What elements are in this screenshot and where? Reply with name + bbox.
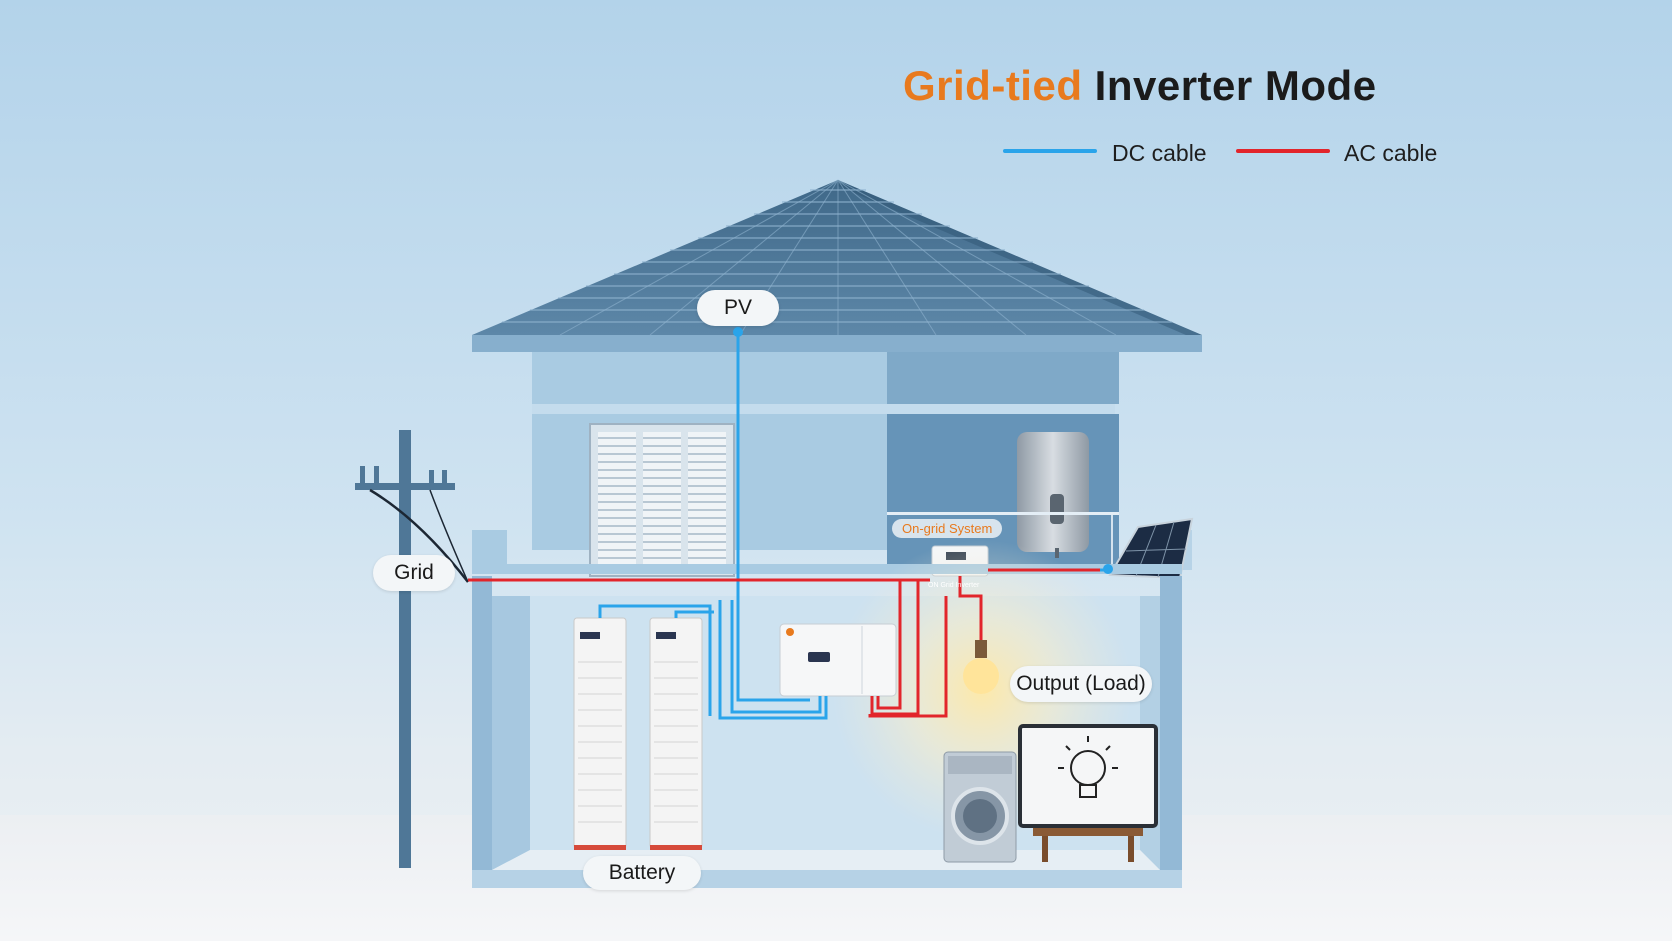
tv-icon: [1018, 724, 1158, 862]
dc-cable-legend-label: DC cable: [1112, 140, 1207, 166]
ac-cable-legend-line: [1236, 149, 1330, 153]
washing-machine-icon: [943, 751, 1017, 863]
pv-junction: [733, 327, 743, 337]
title-rest: Inverter Mode: [1094, 62, 1377, 109]
ac-cable-legend-label: AC cable: [1344, 140, 1438, 166]
grid-label: Grid: [373, 555, 455, 591]
solar-panel-icon: [1108, 517, 1194, 580]
dc-cable-legend-line: [1003, 149, 1097, 153]
roof: [472, 179, 1202, 352]
on-grid-inverter-label: ON Grid Inverter: [928, 582, 980, 589]
ac-cables: [468, 568, 1100, 718]
utility-pole-icon: [355, 430, 469, 868]
battery-rack-icon: [573, 617, 703, 850]
panel-junction: [1103, 564, 1113, 574]
battery-label: Battery: [583, 856, 701, 890]
shutter-window: [589, 423, 735, 577]
water-heater-icon: [1017, 432, 1089, 558]
light-bulb-icon: [963, 640, 999, 694]
title-highlight: Grid-tied: [903, 62, 1083, 109]
output-load-label: Output (Load): [1010, 666, 1152, 702]
hybrid-inverter-icon: [779, 623, 897, 697]
page-title: Grid-tied Inverter Mode: [903, 62, 1377, 110]
pv-label: PV: [697, 290, 779, 326]
on-grid-system-label: On-grid System: [892, 519, 1003, 538]
